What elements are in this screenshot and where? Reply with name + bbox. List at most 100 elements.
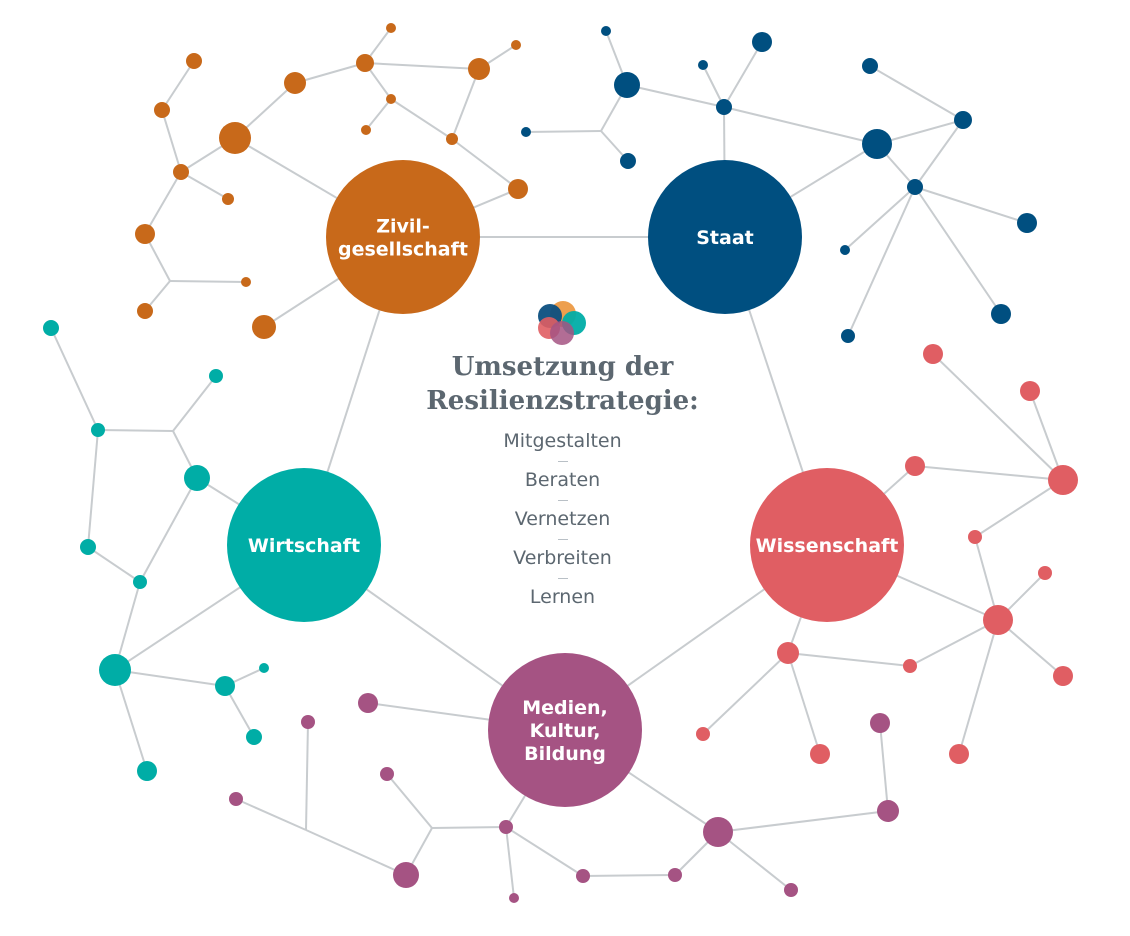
zivil-satellite-node xyxy=(361,125,371,135)
wirtschaft-satellite-node xyxy=(215,676,235,696)
staat-edge xyxy=(723,41,763,108)
zivil-edge xyxy=(144,171,182,235)
staat-edge xyxy=(525,130,602,133)
title-line-2: Resilienzstrategie: xyxy=(426,386,699,416)
hub-label-line: Zivil- xyxy=(376,216,430,238)
step-lernen: Lernen xyxy=(529,586,596,608)
zivil-edge xyxy=(294,62,366,84)
step-verbreiten: Verbreiten xyxy=(513,547,612,569)
zivil-edge xyxy=(161,109,182,173)
title-line-1: Umsetzung der xyxy=(451,352,674,382)
zivil-satellite-node xyxy=(386,94,396,104)
medien-satellite-node xyxy=(499,820,513,834)
hub-label-line: gesellschaft xyxy=(338,239,468,261)
medien-edge xyxy=(879,722,889,812)
medien-satellite-node xyxy=(229,792,243,806)
step-mitgestalten: Mitgestalten xyxy=(503,430,622,452)
wirtschaft-satellite-node xyxy=(246,729,262,745)
staat-edge xyxy=(723,106,878,145)
wissenschaft-satellite-node xyxy=(1048,465,1078,495)
wirtschaft-satellite-node xyxy=(259,663,269,673)
staat-edge xyxy=(847,186,916,337)
zivil-satellite-node xyxy=(468,58,490,80)
hub-label-line: Staat xyxy=(696,227,754,249)
zivil-satellite-node xyxy=(386,23,396,33)
wirtschaft-satellite-node xyxy=(80,539,96,555)
wissenschaft-satellite-node xyxy=(983,605,1013,635)
wirtschaft-satellite-node xyxy=(209,369,223,383)
hub-circle-wirtschaft xyxy=(227,468,381,622)
wirtschaft-satellite-node xyxy=(133,575,147,589)
medien-satellite-node xyxy=(301,715,315,729)
staat-satellite-node xyxy=(1017,213,1037,233)
wissenschaft-edge xyxy=(787,652,821,755)
zivil-edge xyxy=(169,280,247,283)
center-text-block: Umsetzung der Resilienzstrategie: Mitges… xyxy=(405,350,720,608)
zivil-satellite-node xyxy=(446,133,458,145)
zivil-satellite-node xyxy=(252,315,276,339)
medien-satellite-node xyxy=(870,713,890,733)
wissenschaft-satellite-node xyxy=(903,659,917,673)
hub-label-staat: Staat xyxy=(696,227,754,249)
zivil-edge xyxy=(451,138,519,190)
zivil-satellite-node xyxy=(508,179,528,199)
staat-satellite-node xyxy=(954,111,972,129)
medien-edge xyxy=(717,810,889,833)
strategy-logo-icon xyxy=(538,301,586,345)
zivil-satellite-node xyxy=(137,303,153,319)
step-separator xyxy=(557,500,568,501)
hub-circle-wissenschaft xyxy=(750,468,904,622)
wissenschaft-satellite-node xyxy=(923,344,943,364)
hub-label-line: Wirtschaft xyxy=(248,535,360,557)
wirtschaft-edge xyxy=(114,669,226,687)
staat-satellite-node xyxy=(614,72,640,98)
zivil-satellite-node xyxy=(241,277,251,287)
staat-satellite-node xyxy=(862,129,892,159)
wissenschaft-satellite-node xyxy=(1053,666,1073,686)
zivil-satellite-node xyxy=(154,102,170,118)
wissenschaft-satellite-node xyxy=(949,744,969,764)
wissenschaft-satellite-node xyxy=(905,456,925,476)
hub-label-wissenschaft: Wissenschaft xyxy=(756,535,899,557)
wirtschaft-edge xyxy=(87,429,99,548)
zivil-edge xyxy=(161,60,195,111)
hub-label-line: Wissenschaft xyxy=(756,535,899,557)
wirtschaft-edge xyxy=(139,477,198,583)
zivil-edge xyxy=(365,98,392,131)
staat-edge xyxy=(626,84,725,108)
zivil-satellite-node xyxy=(135,224,155,244)
staat-edge xyxy=(914,186,1002,315)
staat-satellite-node xyxy=(991,304,1011,324)
wissenschaft-edge xyxy=(914,465,1064,481)
medien-satellite-node xyxy=(877,800,899,822)
staat-satellite-node xyxy=(601,26,611,36)
staat-satellite-node xyxy=(841,329,855,343)
wissenschaft-edge xyxy=(932,353,1064,481)
wirtschaft-edge xyxy=(172,375,217,432)
wirtschaft-edge xyxy=(114,669,148,772)
staat-satellite-node xyxy=(907,179,923,195)
medien-satellite-node xyxy=(393,862,419,888)
medien-edge xyxy=(305,721,309,831)
wissenschaft-edge xyxy=(702,652,789,735)
zivil-satellite-node xyxy=(186,53,202,69)
wissenschaft-satellite-node xyxy=(810,744,830,764)
step-vernetzen: Vernetzen xyxy=(514,508,611,530)
wirtschaft-edge xyxy=(97,429,174,432)
medien-edge xyxy=(505,826,584,877)
staat-edge xyxy=(914,119,964,188)
wirtschaft-edge xyxy=(87,546,141,583)
zivil-satellite-node xyxy=(222,193,234,205)
staat-satellite-node xyxy=(862,58,878,74)
medien-edge xyxy=(305,829,407,876)
hub-label-line: Kultur, xyxy=(530,720,601,742)
wissenschaft-satellite-node xyxy=(777,642,799,664)
staat-satellite-node xyxy=(698,60,708,70)
staat-edge xyxy=(914,186,1028,224)
hub-label-wirtschaft: Wirtschaft xyxy=(248,535,360,557)
wissenschaft-satellite-node xyxy=(968,530,982,544)
network-nodes xyxy=(43,23,1078,903)
hub-label-medien: Medien,Kultur,Bildung xyxy=(522,697,608,765)
medien-edge xyxy=(386,773,433,829)
